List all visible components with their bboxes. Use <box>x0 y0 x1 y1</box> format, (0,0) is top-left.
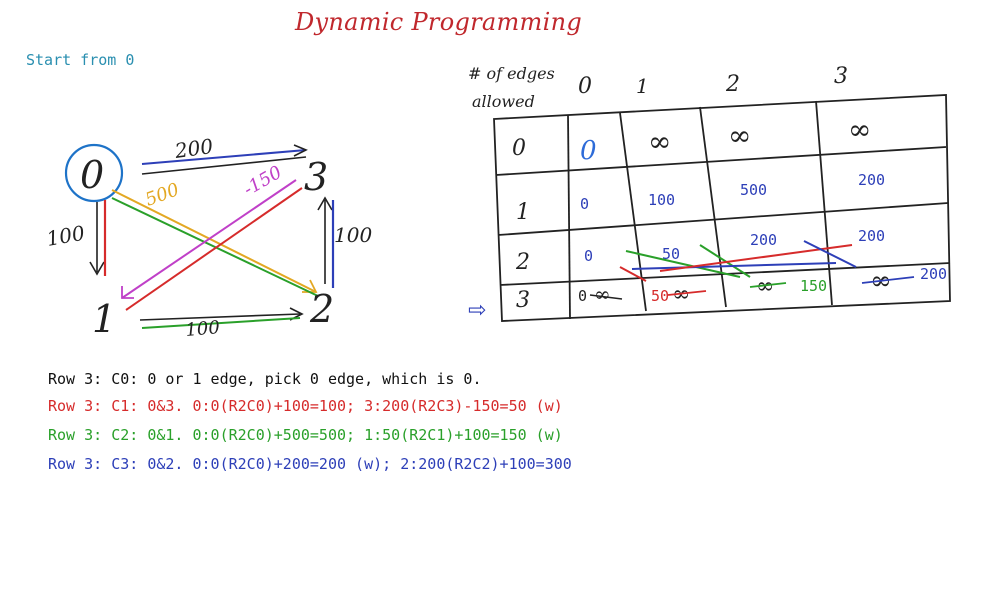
weight-0-3: 200 <box>172 134 214 163</box>
table-header-label-line1: # of edges <box>468 64 555 83</box>
crossed-infinity-r3c0: ∞ <box>594 282 611 306</box>
cell-r0-c2: ∞ <box>728 119 751 152</box>
graph-diagram: 0 1 2 3 200 500 100 -150 100 100 <box>45 134 373 341</box>
subtitle: Start from 0 <box>26 51 135 69</box>
note-line-2: Row 3: C1: 0&3. 0:0(R2C0)+100=100; 3:200… <box>48 397 563 415</box>
node-0-circle <box>64 143 124 203</box>
edge-0-2 <box>111 189 319 297</box>
annotation-strokes <box>619 240 857 282</box>
crossed-infinity-r3c2: ∞ <box>756 274 774 299</box>
edge-3-1 <box>121 179 303 311</box>
col-header-1: 1 <box>636 74 649 98</box>
cell-r0-c1: ∞ <box>648 125 671 158</box>
col-header-0: 0 <box>578 74 592 99</box>
weight-3-1: -150 <box>240 162 286 200</box>
weight-2-3: 100 <box>334 223 372 247</box>
weight-0-2: 500 <box>143 179 182 210</box>
row-label-0: 0 <box>512 136 526 161</box>
cell-r0-c3: ∞ <box>848 113 871 146</box>
cell-r1-c2: 500 <box>740 181 767 199</box>
node-3: 3 <box>304 155 328 199</box>
table-header-label-line2: allowed <box>472 92 535 111</box>
page-title: Dynamic Programming <box>295 8 582 36</box>
col-header-3: 3 <box>834 64 848 89</box>
node-2: 2 <box>309 287 334 331</box>
note-line-4: Row 3: C3: 0&2. 0:0(R2C0)+200=200 (w); 2… <box>48 455 572 473</box>
note-line-1: Row 3: C0: 0 or 1 edge, pick 0 edge, whi… <box>48 370 482 388</box>
edge-2-3 <box>317 196 335 288</box>
weight-1-2: 100 <box>185 317 221 341</box>
cell-r0-c0: 0 <box>580 136 597 166</box>
edge-1-2 <box>139 307 304 329</box>
cell-r1-c3: 200 <box>858 171 885 189</box>
row-label-3: 3 <box>516 288 530 313</box>
cell-r3-c1: 50 <box>651 287 669 305</box>
current-row-marker: ⇨ <box>468 298 486 323</box>
cell-r3-c2: 150 <box>800 277 827 295</box>
col-header-2: 2 <box>725 72 740 97</box>
node-1: 1 <box>92 297 116 341</box>
weight-0-1: 100 <box>45 221 87 251</box>
cell-r1-c0: 0 <box>580 195 589 213</box>
row-label-1: 1 <box>516 200 530 225</box>
row-label-2: 2 <box>515 250 530 275</box>
cell-r2-c2: 200 <box>750 231 777 249</box>
cell-r2-c1: 50 <box>662 245 680 263</box>
node-0: 0 <box>80 153 104 197</box>
edge-0-1 <box>89 200 107 276</box>
dp-table: # of edges allowed 0 1 2 3 0 1 2 3 0 ∞ ∞… <box>468 64 951 323</box>
cell-r1-c1: 100 <box>648 191 675 209</box>
cell-r3-c3: 200 <box>920 265 947 283</box>
note-line-3: Row 3: C2: 0&1. 0:0(R2C0)+500=500; 1:50(… <box>48 426 563 444</box>
cell-r2-c0: 0 <box>584 247 593 265</box>
cell-r3-c0: 0 <box>578 287 587 305</box>
cell-r2-c3: 200 <box>858 227 885 245</box>
edge-0-3 <box>141 144 308 175</box>
